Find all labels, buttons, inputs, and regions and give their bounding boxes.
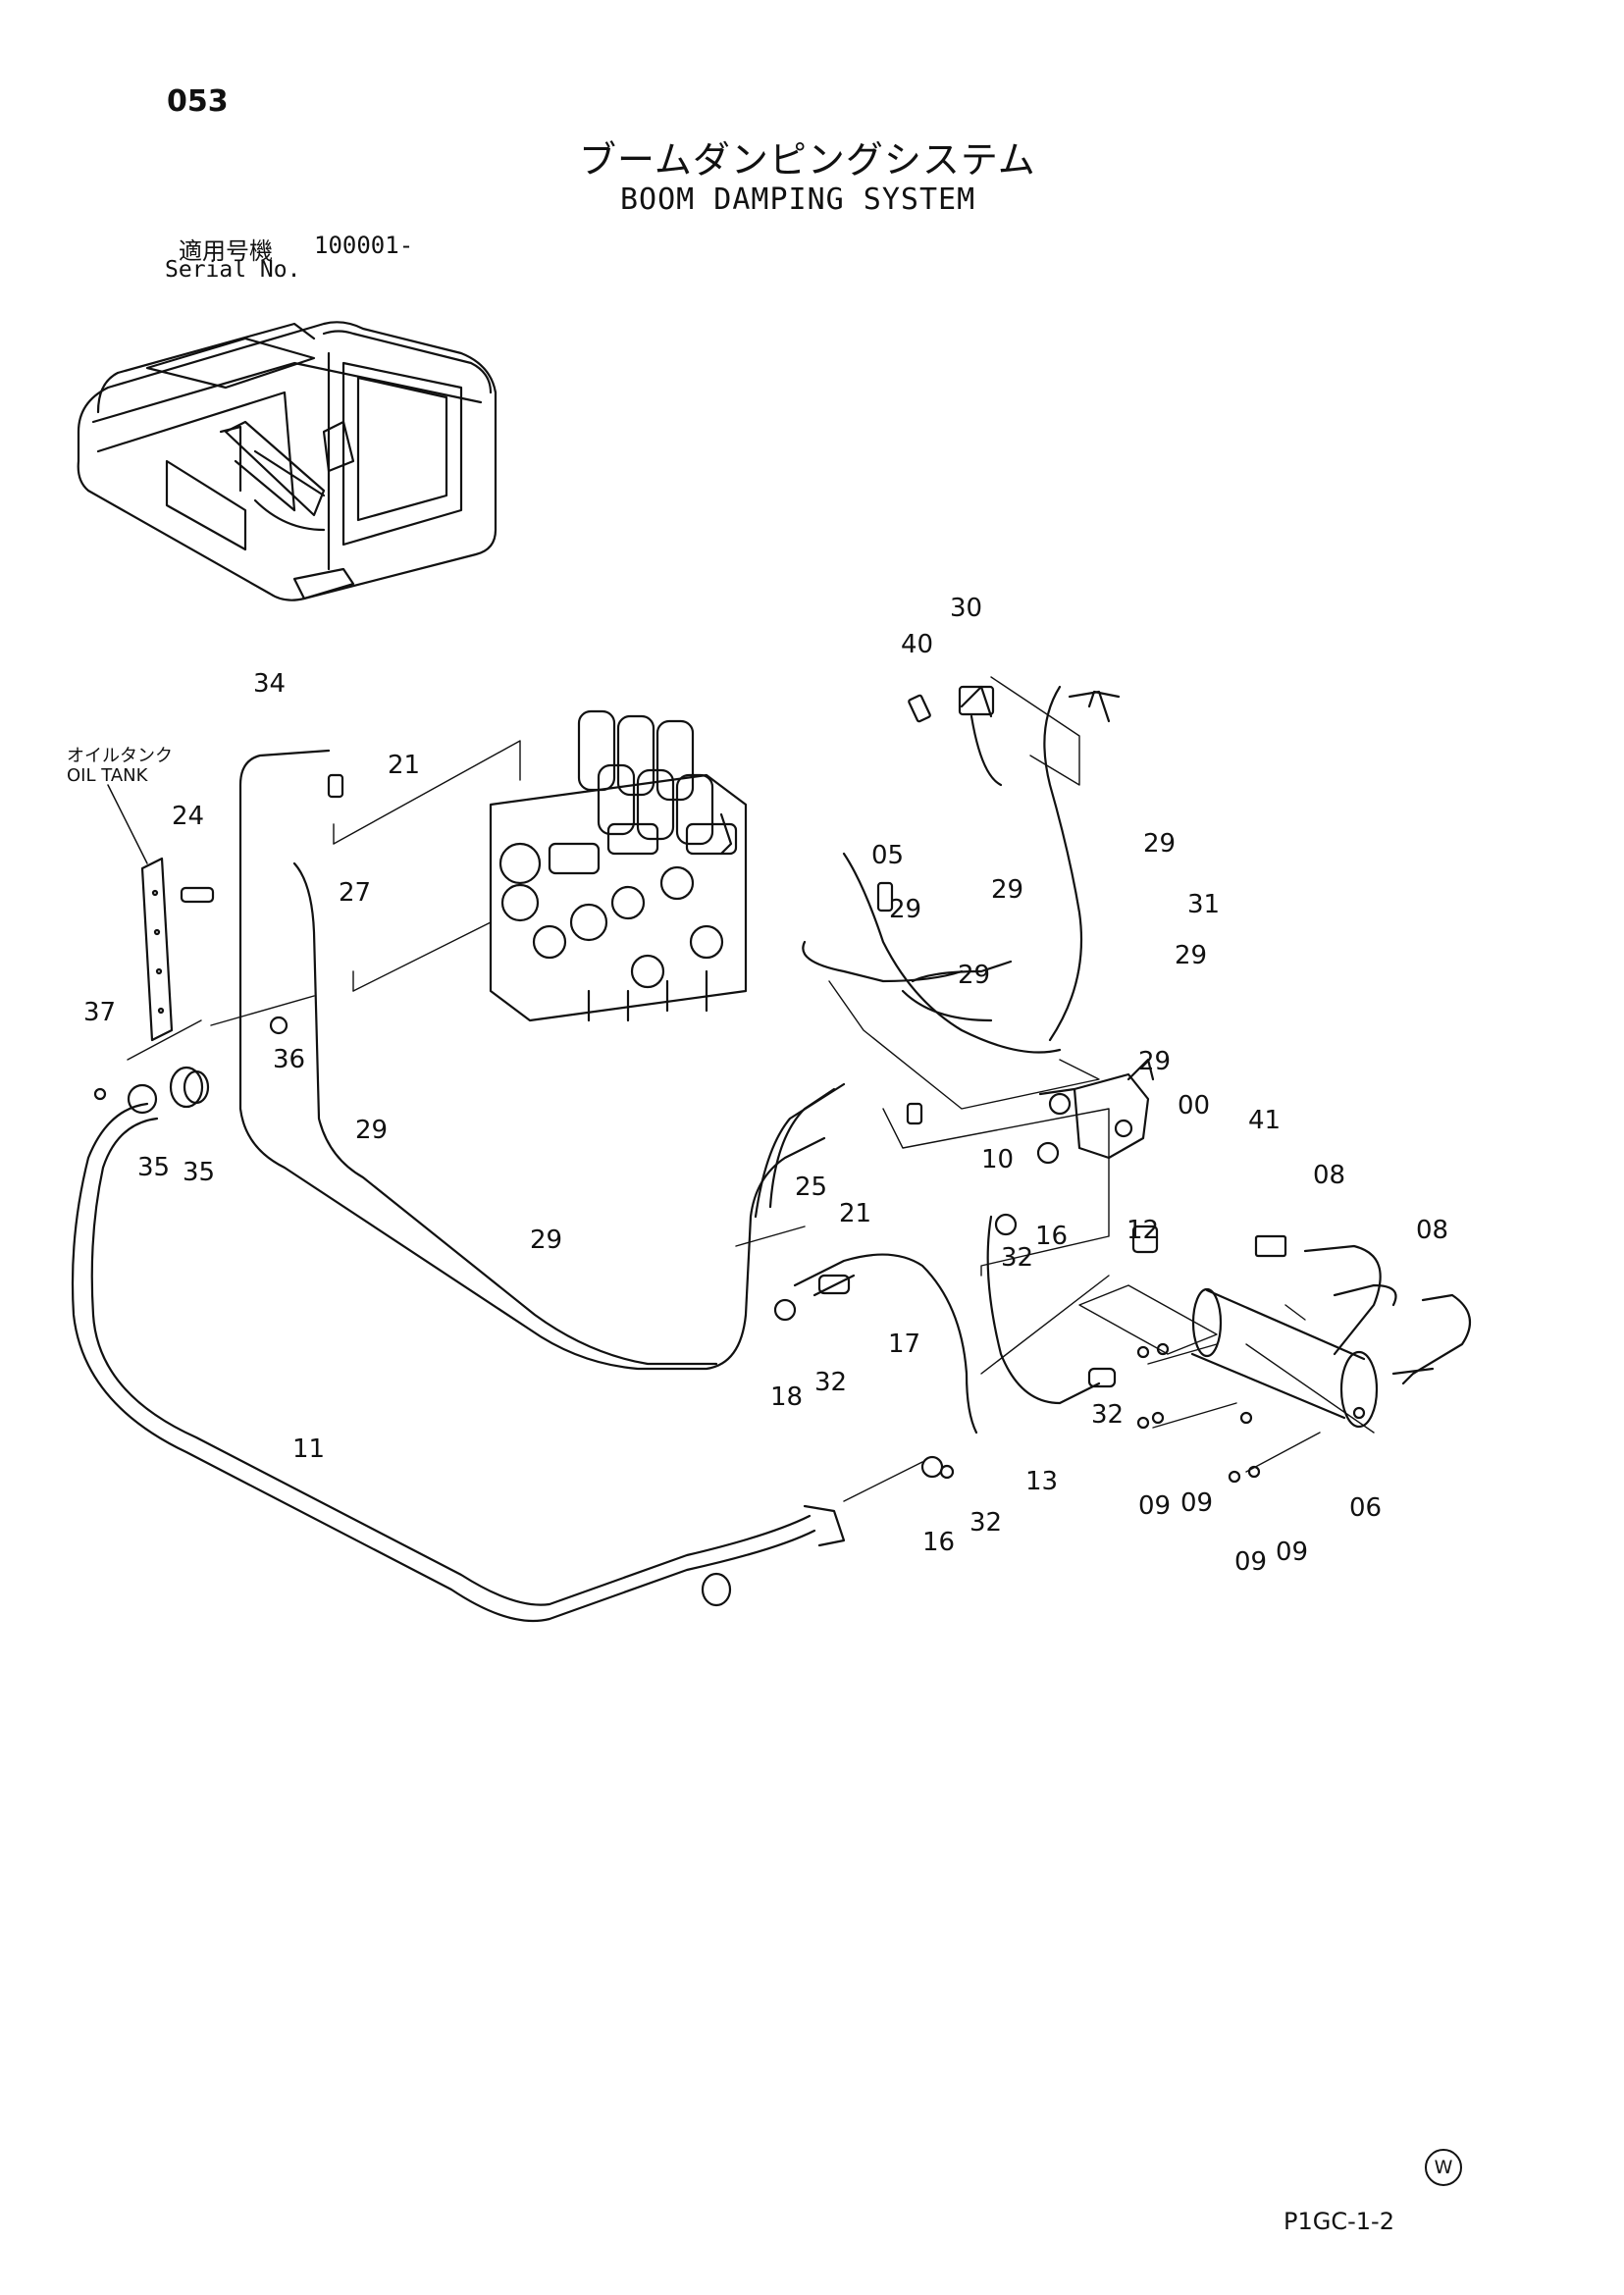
callout-00: 00 [1178, 1091, 1210, 1121]
callout-32: 32 [1091, 1400, 1124, 1430]
leader-lines [127, 676, 1375, 1502]
page-number: 053 [167, 84, 229, 119]
serial-label-japanese: 適用号機 [179, 237, 273, 265]
callout-37: 37 [83, 998, 116, 1027]
callout-34: 34 [253, 669, 286, 699]
callout-05: 05 [871, 841, 904, 870]
callout-16: 16 [922, 1528, 955, 1557]
title-english: BOOM DAMPING SYSTEM [620, 183, 976, 217]
hose-17 [773, 1253, 978, 1434]
hose-clamp-35 [169, 1066, 210, 1109]
hose-13 [986, 1215, 1117, 1405]
callout-31: 31 [1187, 890, 1220, 919]
callout-32: 32 [814, 1368, 847, 1397]
callout-36: 36 [273, 1045, 305, 1074]
oil-tank-label-japanese: オイルタンク [67, 746, 173, 766]
callout-27: 27 [339, 878, 371, 908]
oil-tank-label-english: OIL TANK [67, 765, 148, 786]
callout-41: 41 [1248, 1106, 1281, 1135]
wire-harness-31 [802, 685, 1121, 1054]
damping-valve-block [1038, 1058, 1155, 1160]
callout-29: 29 [1175, 941, 1207, 970]
callout-29: 29 [889, 895, 921, 924]
callout-29: 29 [1138, 1047, 1171, 1076]
callout-08: 08 [1313, 1161, 1345, 1190]
callout-17: 17 [888, 1330, 920, 1359]
u-bolt-08 [1303, 1244, 1472, 1385]
callout-09: 09 [1276, 1538, 1308, 1567]
title-japanese: ブームダンピングシステム [579, 138, 1036, 182]
callout-10: 10 [981, 1145, 1014, 1174]
callout-29: 29 [530, 1226, 562, 1255]
watermark-w-logo: W [1425, 2149, 1462, 2186]
callout-09: 09 [1138, 1491, 1171, 1521]
callout-16: 16 [1035, 1222, 1068, 1251]
callout-29: 29 [1143, 829, 1176, 859]
callout-24: 24 [172, 802, 204, 831]
callout-09: 09 [1180, 1488, 1213, 1518]
serial-number-value: 100001- [314, 232, 414, 259]
pilot-hose-34-27 [238, 749, 846, 1371]
callout-09: 09 [1234, 1547, 1267, 1577]
accumulator-cylinder [1190, 1287, 1379, 1429]
callout-11: 11 [292, 1434, 325, 1464]
excavator-overview-illustration [77, 321, 498, 601]
small-fittings [93, 685, 1287, 1484]
callout-35: 35 [137, 1153, 170, 1182]
control-valve-illustration [489, 709, 748, 1022]
callout-21: 21 [839, 1199, 871, 1228]
callout-13: 13 [1025, 1467, 1058, 1496]
callout-12: 12 [1126, 1216, 1159, 1245]
callout-29: 29 [958, 961, 990, 990]
callout-30: 30 [950, 594, 982, 623]
callout-08: 08 [1416, 1216, 1448, 1245]
callout-25: 25 [795, 1173, 827, 1202]
callout-29: 29 [991, 875, 1023, 905]
callout-35: 35 [183, 1158, 215, 1187]
callout-18: 18 [770, 1382, 803, 1412]
callout-32: 32 [969, 1508, 1002, 1538]
callout-32: 32 [1001, 1243, 1033, 1273]
page-code: P1GC-1-2 [1283, 2208, 1394, 2235]
callout-29: 29 [355, 1116, 388, 1145]
callout-21: 21 [388, 751, 420, 780]
callout-40: 40 [901, 630, 933, 659]
oil-tank-bracket [107, 784, 174, 1042]
callout-06: 06 [1349, 1493, 1382, 1523]
serial-label-english: Serial No. [165, 257, 301, 283]
